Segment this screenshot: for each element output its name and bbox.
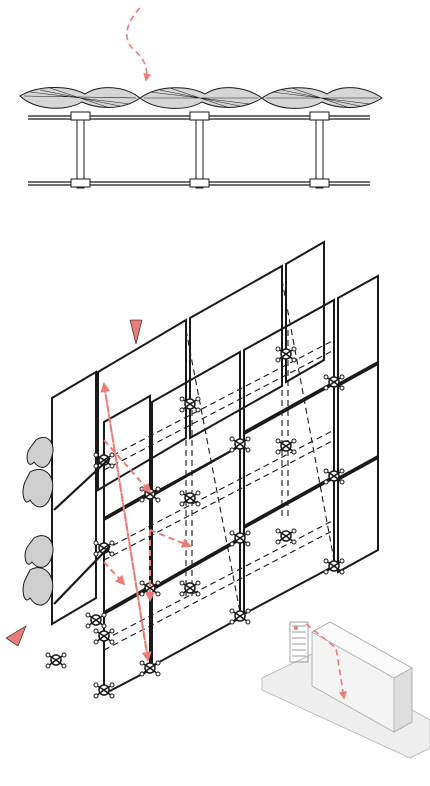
block-flow-arrow-icon bbox=[305, 623, 347, 700]
tension-rod bbox=[53, 457, 111, 511]
glass-panel bbox=[243, 382, 335, 528]
flow-arrow-icon bbox=[103, 383, 152, 662]
glass-panel bbox=[189, 264, 283, 440]
louver-fin-icon bbox=[22, 567, 54, 606]
view-direction-marker-icon bbox=[5, 625, 27, 647]
spider-connector-node-icon bbox=[139, 660, 161, 677]
glass-panel bbox=[285, 240, 325, 384]
spider-connector-node-icon bbox=[179, 490, 201, 507]
spider-connector-node-icon bbox=[45, 652, 67, 669]
spider-connector-node-icon bbox=[323, 374, 345, 391]
spider-connector-node-icon bbox=[275, 438, 297, 455]
incoming-flow-arrow-icon bbox=[126, 7, 152, 82]
view-direction-marker-icon bbox=[129, 319, 143, 345]
flow-arrow-icon bbox=[103, 561, 126, 586]
glass-panel bbox=[151, 538, 241, 668]
louver-fin-icon bbox=[19, 87, 141, 109]
spider-connector-node-icon bbox=[323, 468, 345, 485]
facade-axonometric bbox=[5, 240, 379, 699]
flow-arrow-icon bbox=[100, 382, 149, 661]
section-elevation bbox=[19, 7, 383, 189]
spider-connector-node-icon bbox=[93, 628, 115, 645]
spider-connector-node-icon bbox=[275, 346, 297, 363]
block-detail bbox=[261, 621, 430, 759]
glass-panel bbox=[337, 456, 379, 574]
support-post bbox=[309, 111, 330, 189]
spider-connector-node-icon bbox=[139, 486, 161, 503]
glass-panel bbox=[51, 370, 97, 626]
flow-arrows bbox=[100, 382, 192, 662]
back-panel-row bbox=[97, 240, 325, 492]
louver-row bbox=[19, 87, 383, 109]
spider-connector-node-icon bbox=[323, 558, 345, 575]
tension-rod bbox=[53, 545, 111, 605]
glass-panel bbox=[151, 444, 241, 590]
spider-connector-node-icon bbox=[179, 580, 201, 597]
spider-connector-node-icon bbox=[229, 436, 251, 453]
spider-connector-node-icon bbox=[179, 396, 201, 413]
spider-connector-node-icon bbox=[275, 528, 297, 545]
mini-facade-icon bbox=[289, 621, 309, 663]
louver-fin-icon bbox=[26, 436, 54, 468]
building-block-side bbox=[393, 667, 413, 733]
louver-fin-icon bbox=[24, 535, 54, 568]
support-post bbox=[70, 111, 91, 189]
connector-nodes bbox=[45, 346, 345, 699]
support-post bbox=[189, 111, 210, 189]
spider-connector-node-icon bbox=[93, 682, 115, 699]
louver-fin-icon bbox=[22, 469, 54, 508]
flow-arrow-icon bbox=[103, 439, 152, 494]
glass-panel bbox=[97, 318, 187, 492]
glass-panel bbox=[337, 362, 379, 480]
spider-connector-node-icon bbox=[229, 530, 251, 547]
spider-connector-node-icon bbox=[229, 608, 251, 625]
spider-connector-node-icon bbox=[85, 612, 107, 629]
glass-panel bbox=[243, 476, 335, 616]
louver-fin-icon bbox=[139, 87, 263, 109]
flow-arrow-icon bbox=[149, 529, 192, 548]
glass-panel bbox=[337, 274, 379, 386]
left-louver-stack bbox=[22, 436, 54, 606]
louver-fin-icon bbox=[261, 87, 383, 109]
